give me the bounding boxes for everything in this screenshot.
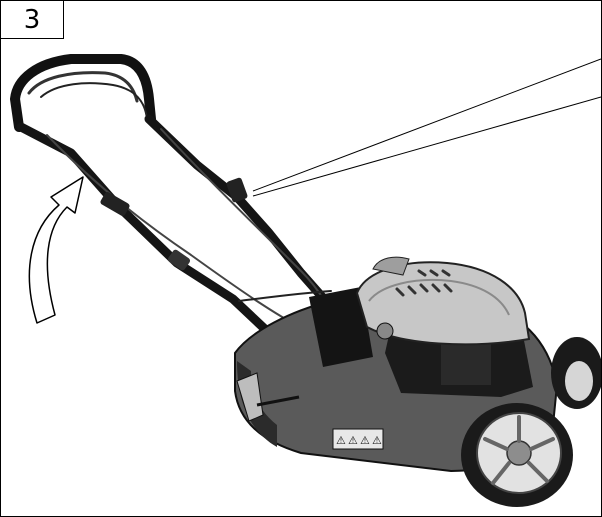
step-number: 3 — [23, 4, 41, 35]
warning-label: ⚠ ⚠ ⚠ ⚠ — [336, 434, 382, 447]
step-number-box: 3 — [1, 1, 64, 39]
fold-arrow-icon — [28, 176, 84, 324]
front-wheel — [461, 403, 573, 507]
warning-symbol: ⚠ — [372, 434, 382, 447]
warning-symbol: ⚠ — [360, 434, 370, 447]
rear-wheel — [551, 337, 601, 409]
warning-symbol: ⚠ — [348, 434, 358, 447]
callout-lines — [252, 58, 601, 197]
warning-symbol: ⚠ — [336, 434, 346, 447]
engine — [309, 256, 533, 397]
